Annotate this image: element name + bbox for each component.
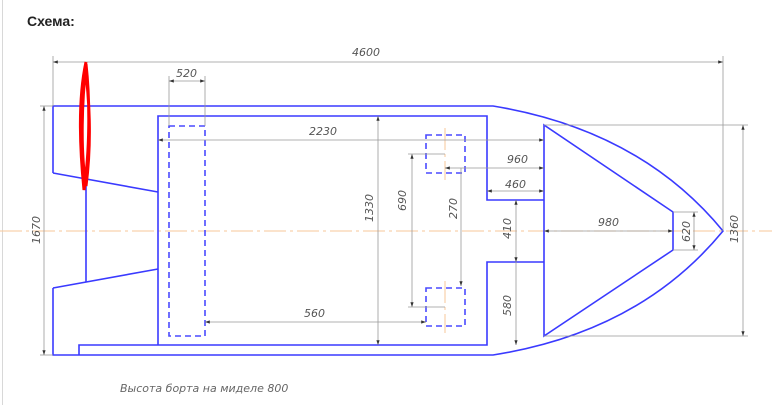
dim-overall-width: 1670 bbox=[30, 216, 43, 244]
red-scribble-annotation bbox=[78, 61, 91, 191]
dim-inner-length: 2230 bbox=[309, 125, 337, 138]
section-heading: Схема: bbox=[27, 13, 75, 29]
content-border bbox=[2, 0, 3, 405]
dim-stern-offset: 560 bbox=[304, 307, 325, 320]
transom-bottom bbox=[52, 268, 159, 289]
dim-inner-width: 1330 bbox=[363, 194, 376, 222]
dim-bench-width: 520 bbox=[176, 67, 197, 80]
dim-bow-tip-width: 620 bbox=[680, 221, 693, 242]
bench-dashed bbox=[168, 125, 206, 337]
dim-seat-spacing-inner: 270 bbox=[447, 198, 460, 219]
dim-bow-block-length: 460 bbox=[505, 178, 526, 191]
dim-bow-width: 1360 bbox=[728, 215, 741, 243]
inner-outline bbox=[78, 115, 544, 355]
dimension-lines bbox=[40, 56, 748, 356]
dim-bow-block-width: 580 bbox=[501, 295, 514, 316]
drawing-caption: Высота борта на миделе 800 bbox=[120, 382, 288, 395]
dim-bow-triangle-length: 980 bbox=[598, 216, 619, 229]
dim-seat-spacing-outer: 690 bbox=[396, 190, 409, 211]
transom-top bbox=[52, 172, 159, 193]
dim-overall-length: 4600 bbox=[352, 46, 380, 59]
dim-bow-offset: 960 bbox=[507, 153, 528, 166]
dim-bow-gap: 410 bbox=[501, 218, 514, 239]
